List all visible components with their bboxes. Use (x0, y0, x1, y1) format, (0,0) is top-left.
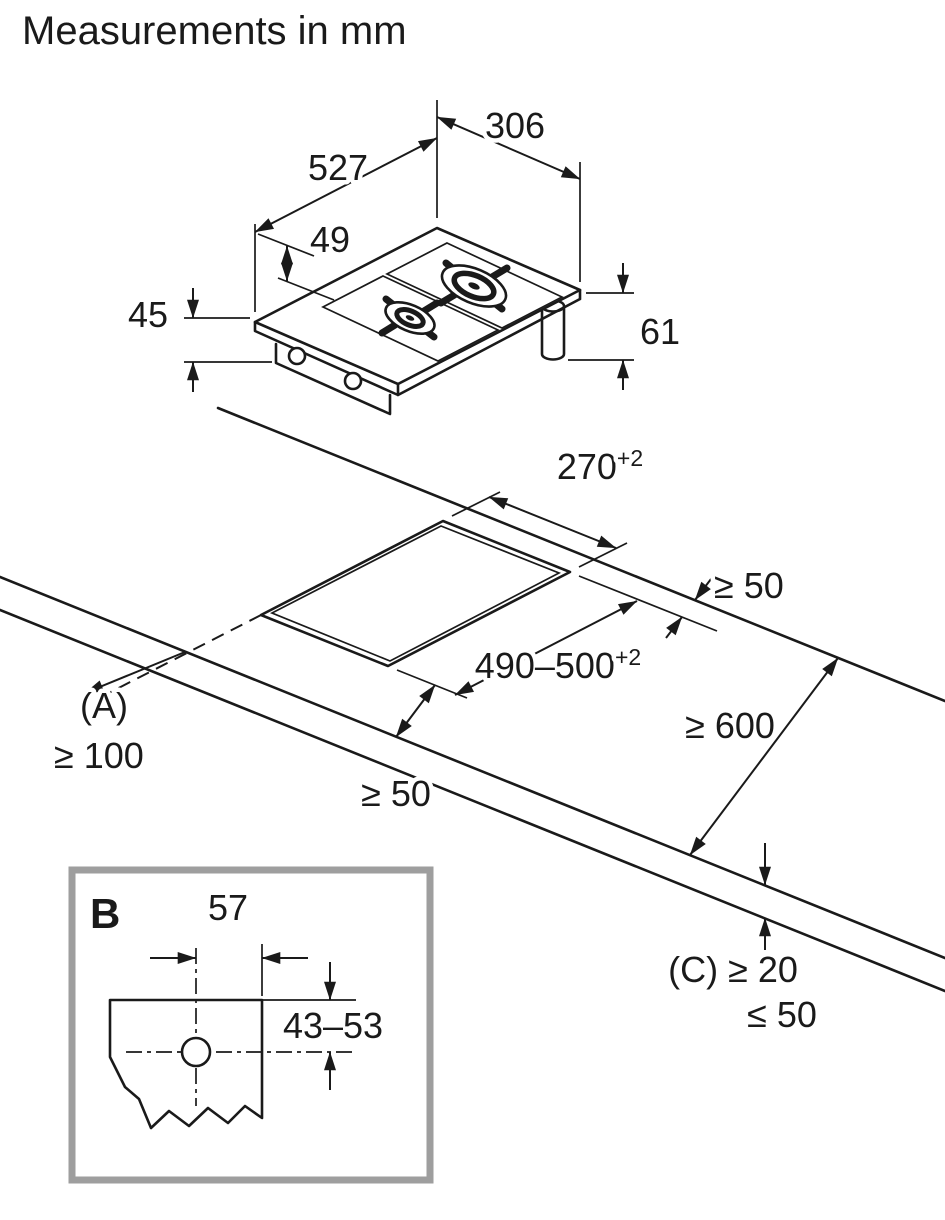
dimension-side-clearance: (A) ≥ 100 (50, 651, 186, 781)
page-title: Measurements in mm (22, 9, 407, 53)
dim-worktop-depth-label: ≥ 600 (685, 705, 775, 746)
dim-hob-depth-label: 527 (308, 147, 368, 188)
dimension-hob-depth: 527 (254, 137, 438, 312)
dim-cutout-width-label: 270+2 (557, 445, 643, 487)
hob-isometric-drawing: 306 527 49 45 61 (123, 100, 685, 416)
dim-hob-height-label: 45 (128, 294, 168, 335)
dim-grate-offset-label: 49 (310, 219, 350, 260)
dim-hole-horizontal-label: 57 (208, 887, 248, 928)
cutout-alignment-dashed-line (100, 614, 262, 698)
dimension-hole-horizontal: 57 (150, 883, 308, 996)
cutout-outline (259, 519, 572, 668)
dim-hob-width-label: 306 (485, 105, 545, 146)
hob-base-tub (274, 342, 392, 416)
dim-side-clearance-label: ≥ 100 (54, 735, 144, 776)
dim-cutout-depth-label: 490–500+2 (475, 644, 641, 686)
dim-rear-clearance-label: ≥ 50 (714, 565, 784, 606)
control-knob-left (287, 346, 307, 366)
inset-label: B (90, 890, 120, 937)
control-knob-right (343, 371, 363, 391)
dim-hole-vertical-label: 43–53 (283, 1005, 383, 1046)
cutout-rear-edge-extension (578, 575, 718, 632)
dimension-hob-width: 306 (436, 100, 581, 282)
dim-side-ref-label: (A) (80, 685, 128, 726)
burner-large (440, 264, 508, 308)
worktop-front-lower-line (0, 608, 945, 993)
worktop-back-edge-line (216, 406, 945, 703)
pan-support-frame-front (321, 275, 500, 362)
connection-hole (180, 1036, 212, 1068)
dim-connection-height-label: 61 (640, 311, 680, 352)
pan-support-frame-rear (385, 242, 564, 329)
dimension-front-edge-thickness: (C) ≥ 20 ≤ 50 (664, 843, 821, 1040)
dim-front-clearance-label: ≥ 50 (361, 773, 431, 814)
worktop-cutout-drawing: 270+2 490–500+2 ≥ 50 ≥ 600 ≥ 50 (A) ≥ 10… (0, 406, 945, 1040)
dimension-hole-vertical: 43–53 (262, 962, 388, 1090)
dim-front-edge-label1: (C) ≥ 20 (668, 949, 798, 990)
worktop-front-edge-line (0, 575, 945, 960)
dimension-rear-clearance: ≥ 50 (665, 561, 788, 639)
burner-small (384, 301, 436, 335)
cutout-inner-outline (269, 525, 562, 662)
dimension-worktop-depth: ≥ 600 (681, 657, 839, 856)
dimension-cutout-width: 270+2 (451, 441, 648, 568)
dimension-grate-offset: 49 (257, 215, 355, 301)
hob-rim-edge (253, 288, 582, 397)
dim-front-edge-label2: ≤ 50 (747, 994, 817, 1035)
dimension-hob-height: 45 (123, 288, 272, 392)
dimension-front-clearance: ≥ 50 (357, 684, 436, 819)
inset-detail-b: B 57 43–53 (68, 866, 434, 1184)
dimension-connection-height: 61 (568, 263, 685, 390)
panel-corner-piece (108, 998, 264, 1130)
dimension-cutout-depth: 490–500+2 (454, 600, 646, 696)
